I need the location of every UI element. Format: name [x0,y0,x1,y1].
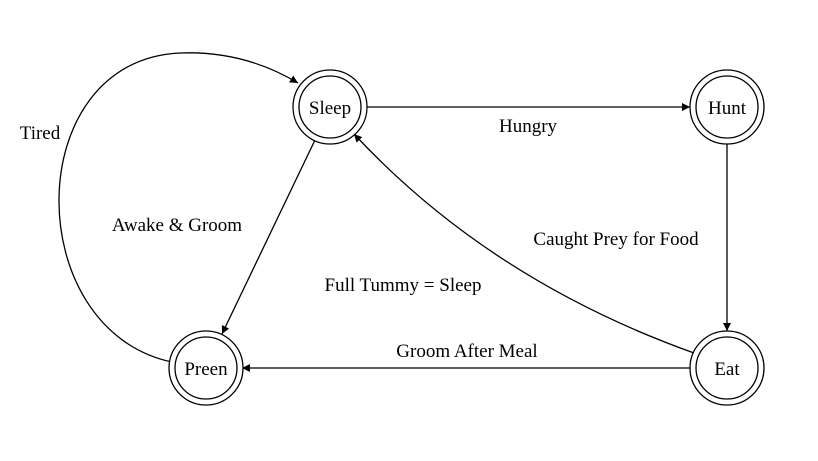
label-groom-after-meal: Groom After Meal [396,341,537,362]
edge-preen-to-sleep [58,52,299,363]
label-awake-groom: Awake & Groom [112,215,242,236]
label-full-tummy: Full Tummy = Sleep [325,275,482,296]
state-sleep-label: Sleep [309,98,351,119]
edge-eat-to-sleep [353,133,695,354]
edge-sleep-to-preen [221,139,316,335]
label-tired: Tired [20,123,61,144]
state-eat: Eat [689,330,765,406]
label-caught-prey: Caught Prey for Food [533,229,699,250]
state-preen: Preen [168,330,244,406]
label-hungry: Hungry [499,116,558,137]
state-hunt: Hunt [689,69,765,145]
state-sleep: Sleep [292,69,368,145]
state-eat-label: Eat [714,359,740,380]
state-preen-label: Preen [184,359,228,380]
state-hunt-label: Hunt [708,98,747,119]
